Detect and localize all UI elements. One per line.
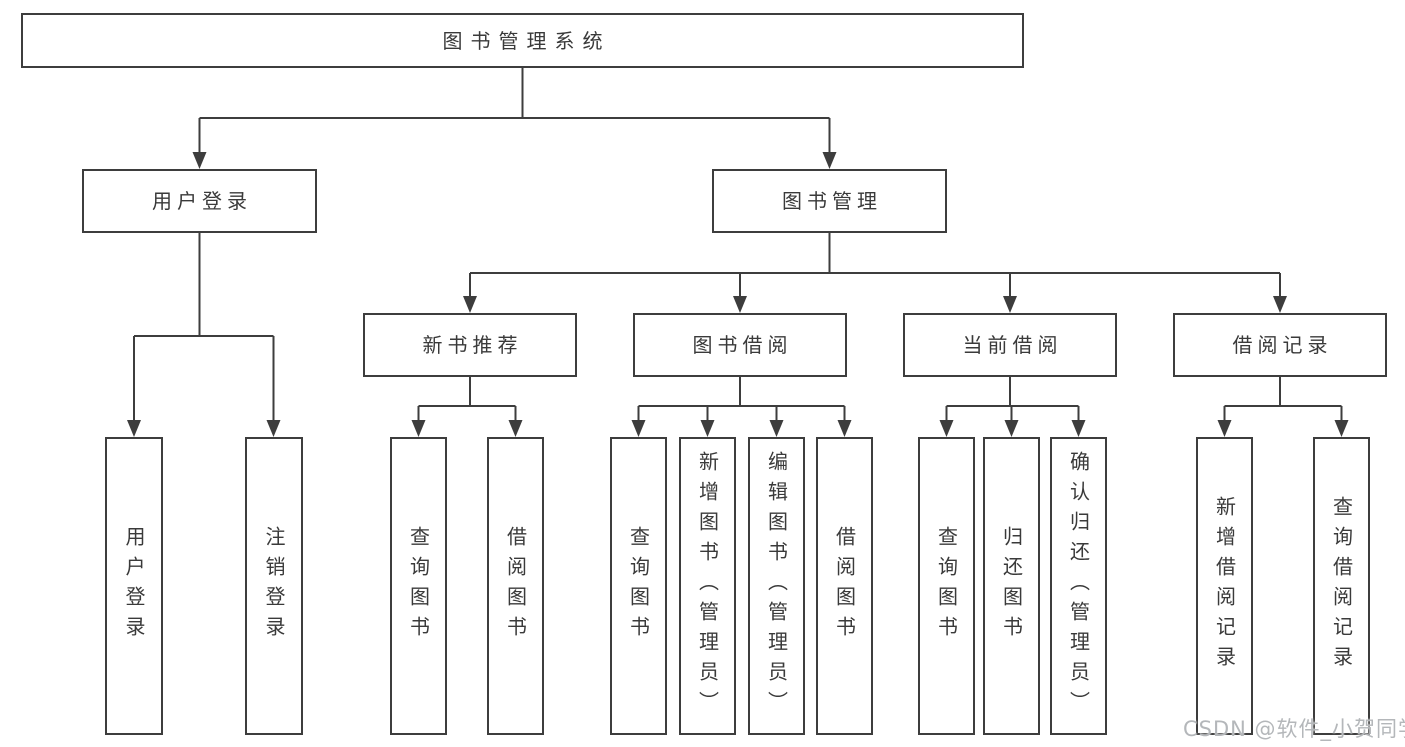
leaf-query-borrow-record-label: 查询借阅记录 — [1329, 496, 1354, 676]
node-new-book-recommend: 新书推荐 — [363, 313, 577, 377]
leaf-query-books-recommend: 查询图书 — [390, 437, 447, 735]
leaf-return-books-label: 归还图书 — [999, 526, 1024, 646]
leaf-user-login: 用户登录 — [105, 437, 163, 735]
node-library-system: 图书管理系统 — [21, 13, 1024, 68]
csdn-watermark: CSDN @软件_小贺同学 — [1183, 717, 1405, 741]
leaf-return-books: 归还图书 — [983, 437, 1040, 735]
leaf-query-books-borrowing-label: 查询图书 — [626, 526, 651, 646]
leaf-add-books-admin: 新增图书（管理员） — [679, 437, 736, 735]
leaf-add-borrow-record: 新增借阅记录 — [1196, 437, 1253, 735]
leaf-borrow-books-label: 借阅图书 — [832, 526, 857, 646]
leaf-confirm-return-admin-label: 确认归还（管理员） — [1066, 451, 1091, 721]
leaf-query-books-current-label: 查询图书 — [934, 526, 959, 646]
leaf-query-borrow-record: 查询借阅记录 — [1313, 437, 1370, 735]
leaf-edit-books-admin-label: 编辑图书（管理员） — [764, 451, 789, 721]
leaf-confirm-return-admin: 确认归还（管理员） — [1050, 437, 1107, 735]
leaf-query-books-recommend-label: 查询图书 — [406, 526, 431, 646]
node-borrowing-records: 借阅记录 — [1173, 313, 1387, 377]
leaf-add-books-admin-label: 新增图书（管理员） — [695, 451, 720, 721]
leaf-logout: 注销登录 — [245, 437, 303, 735]
leaf-borrow-books-recommend: 借阅图书 — [487, 437, 544, 735]
node-user-login: 用户登录 — [82, 169, 317, 233]
leaf-edit-books-admin: 编辑图书（管理员） — [748, 437, 805, 735]
leaf-user-login-label: 用户登录 — [122, 526, 146, 646]
leaf-logout-label: 注销登录 — [262, 526, 286, 646]
leaf-borrow-books: 借阅图书 — [816, 437, 873, 735]
leaf-add-borrow-record-label: 新增借阅记录 — [1212, 496, 1237, 676]
leaf-query-books-current: 查询图书 — [918, 437, 975, 735]
node-book-management: 图书管理 — [712, 169, 947, 233]
node-current-borrowing: 当前借阅 — [903, 313, 1117, 377]
node-book-borrowing: 图书借阅 — [633, 313, 847, 377]
leaf-borrow-books-recommend-label: 借阅图书 — [503, 526, 528, 646]
leaf-query-books-borrowing: 查询图书 — [610, 437, 667, 735]
